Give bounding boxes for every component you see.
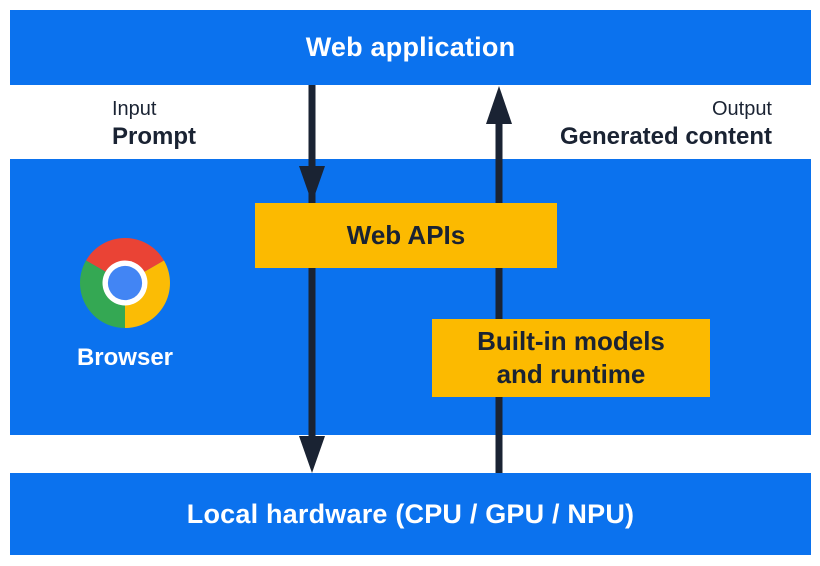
input-title: Input [112, 98, 157, 120]
builtin-models-line1: Built-in models [477, 326, 665, 356]
output-note: Output Generated content [560, 99, 772, 149]
browser-label: Browser [76, 344, 174, 371]
builtin-models-box: Built-in models and runtime [432, 319, 710, 397]
local-hardware-label: Local hardware (CPU / GPU / NPU) [186, 498, 635, 529]
builtin-models-line2: and runtime [496, 359, 646, 389]
local-hardware-bar: Local hardware (CPU / GPU / NPU) [10, 473, 811, 555]
web-application-label: Web application [305, 32, 516, 62]
web-application-bar: Web application [10, 10, 811, 85]
web-apis-box: Web APIs [255, 203, 557, 268]
input-note: Input Prompt [112, 99, 196, 149]
output-value: Generated content [559, 123, 772, 150]
output-title: Output [711, 98, 772, 120]
web-apis-label: Web APIs [346, 220, 466, 250]
chrome-icon [80, 238, 170, 328]
input-value: Prompt [112, 123, 196, 150]
